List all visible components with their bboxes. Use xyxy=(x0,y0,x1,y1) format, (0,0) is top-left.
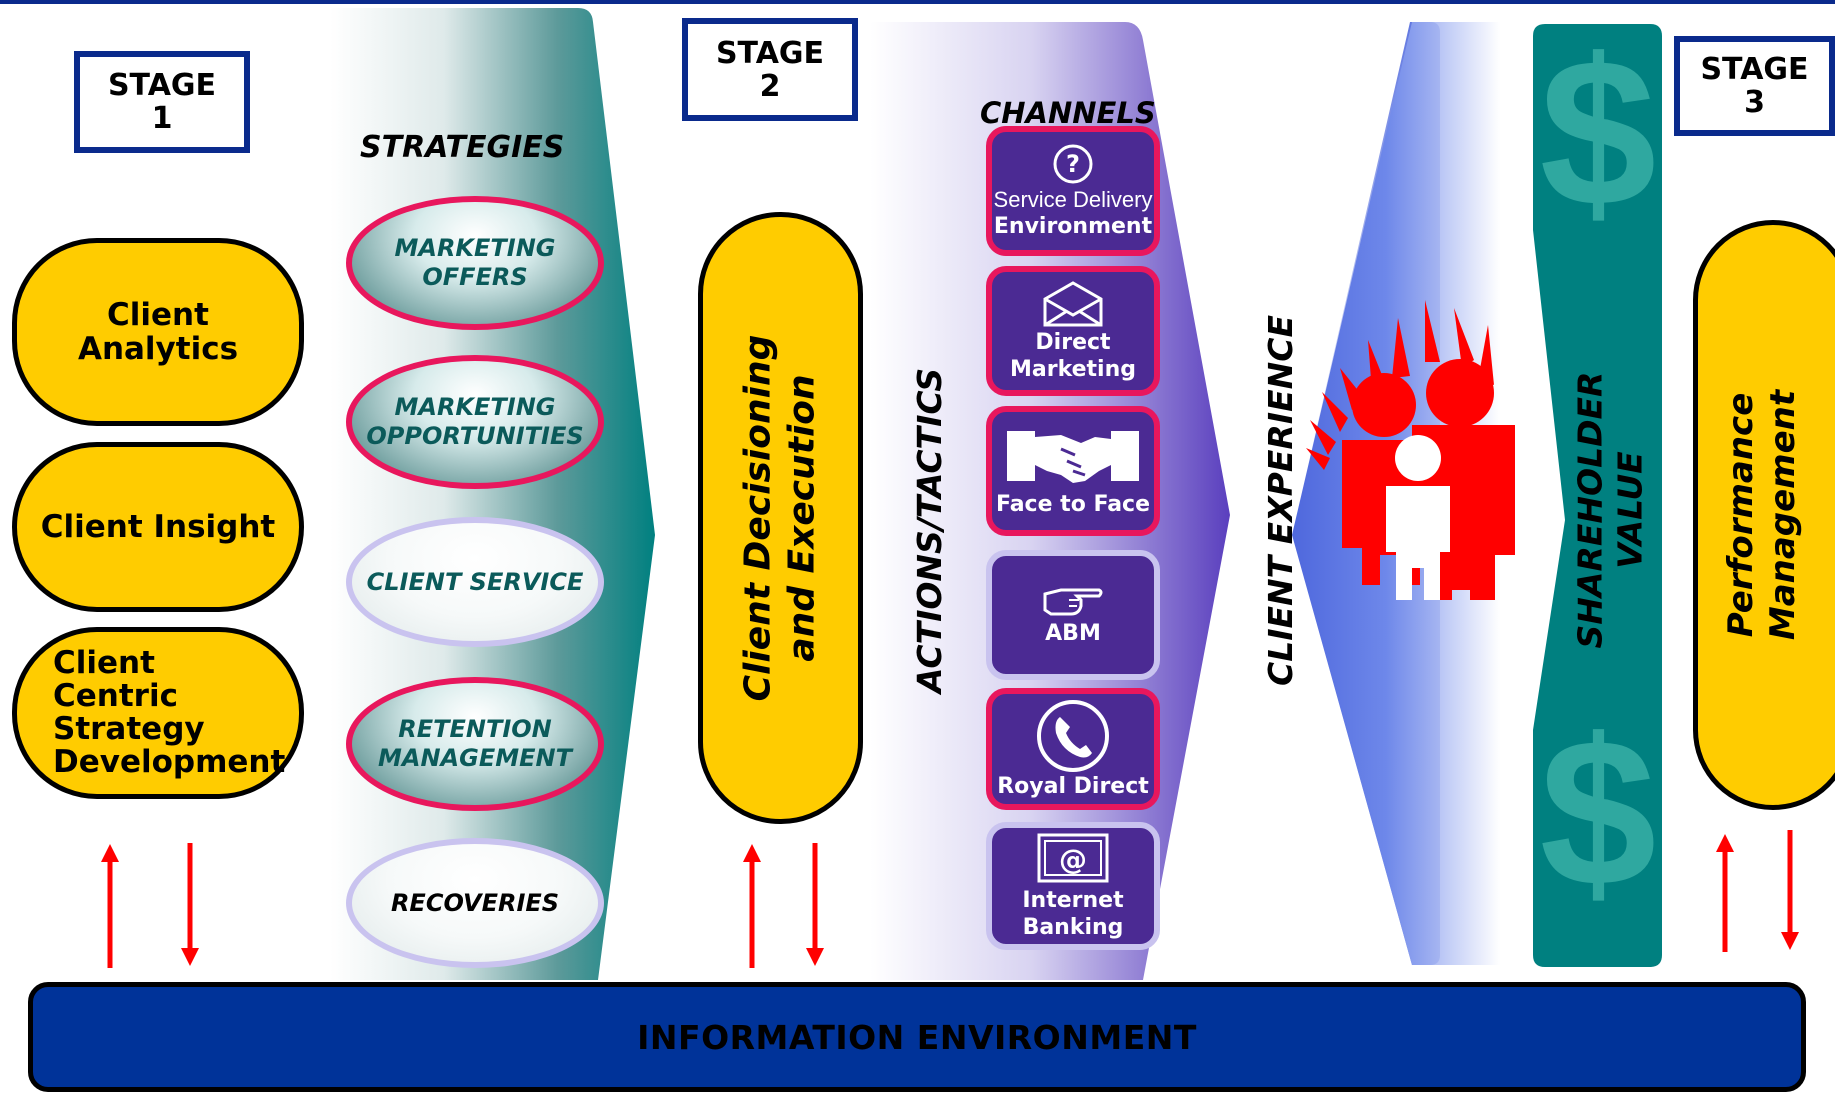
channels-heading: CHANNELS xyxy=(980,96,1156,130)
client-centric-line2: Strategy xyxy=(53,711,205,747)
stage-3-label: STAGE xyxy=(1700,52,1809,87)
channel-internet-banking: @ Internet Banking xyxy=(986,822,1160,950)
top-border-line xyxy=(0,0,1835,4)
at-sign-computer-icon: @ xyxy=(1037,833,1109,883)
strategy-client-service-line1: CLIENT SERVICE xyxy=(366,567,584,596)
dollar-sign-bottom: $ xyxy=(1540,695,1657,930)
client-analytics-pill: Client Analytics xyxy=(12,238,304,426)
performance-management-line1: Performance xyxy=(1721,392,1761,638)
information-environment-label: INFORMATION ENVIRONMENT xyxy=(637,1017,1197,1057)
strategy-client-service: CLIENT SERVICE xyxy=(346,517,604,647)
shareholder-bar-shape xyxy=(1533,24,1662,967)
information-environment-bar: INFORMATION ENVIRONMENT xyxy=(28,982,1806,1092)
strategy-retention-management-line2: MANAGEMENT xyxy=(378,744,572,772)
channel-internet-banking-line1: Internet xyxy=(1022,888,1124,913)
strategy-recoveries: RECOVERIES xyxy=(346,838,604,968)
svg-text:?: ? xyxy=(1066,150,1080,178)
client-centric-line3: Development xyxy=(53,744,286,780)
shareholder-value-line1: SHAREHOLDER xyxy=(1570,371,1609,649)
stage-2-number: 2 xyxy=(759,68,781,104)
stage-3-number: 3 xyxy=(1744,85,1765,120)
strategy-retention-management-line1: RETENTION xyxy=(398,715,552,743)
client-experience-heading-wrap: CLIENT EXPERIENCE xyxy=(1230,300,1330,700)
actions-tactics-heading: ACTIONS/TACTICS xyxy=(910,367,950,693)
client-insight-pill: Client Insight xyxy=(12,442,304,612)
performance-management-line2: Management xyxy=(1763,389,1803,641)
strategy-recoveries-line1: RECOVERIES xyxy=(390,888,560,917)
strategy-marketing-offers: MARKETING OFFERS xyxy=(346,196,604,330)
people-family-icon xyxy=(1306,300,1515,600)
dollar-sign-top: $ xyxy=(1540,15,1657,250)
client-experience-heading: CLIENT EXPERIENCE xyxy=(1260,314,1300,686)
client-analytics-label: Client Analytics xyxy=(77,297,239,367)
channel-abm-label: ABM xyxy=(1045,620,1101,646)
shareholder-value-heading: SHAREHOLDER VALUE xyxy=(1570,372,1650,649)
channel-abm: ABM xyxy=(986,550,1160,680)
client-centric-line1: Client Centric xyxy=(53,645,178,714)
stage-2-label: STAGE xyxy=(715,35,825,71)
client-centric-strategy-pill: Client Centric Strategy Development xyxy=(12,627,304,799)
stage-1-number: 1 xyxy=(151,101,173,136)
pointing-hand-icon xyxy=(1043,588,1103,615)
channel-royal-direct: Royal Direct xyxy=(986,688,1160,810)
strategy-marketing-opportunities: MARKETING OPPORTUNITIES xyxy=(346,355,604,489)
svg-text:@: @ xyxy=(1059,843,1087,876)
stage-1-label: STAGE xyxy=(107,68,217,103)
channel-internet-banking-line2: Banking xyxy=(1022,915,1124,940)
channel-direct-marketing: Direct Marketing xyxy=(986,266,1160,396)
shareholder-value-line2: VALUE xyxy=(1610,451,1649,569)
channel-royal-direct-label: Royal Direct xyxy=(997,773,1149,799)
channel-service-delivery-line2: Environment xyxy=(993,214,1153,239)
client-decisioning-text: Client Decisioning and Execution xyxy=(737,335,825,702)
channel-direct-marketing-line1: Direct xyxy=(1035,330,1111,355)
strategy-marketing-offers-line2: OFFERS xyxy=(422,263,528,291)
stage-3-box: STAGE 3 xyxy=(1674,36,1835,136)
shareholder-value-heading-wrap: SHAREHOLDER VALUE xyxy=(1560,310,1660,710)
strategy-marketing-opportunities-line1: MARKETING xyxy=(394,393,556,421)
channel-face-to-face-label: Face to Face xyxy=(995,491,1151,517)
performance-management-text: Performance Management xyxy=(1720,390,1804,640)
question-icon: ? xyxy=(1053,144,1093,184)
stage-2-box: STAGE 2 xyxy=(682,18,858,121)
envelope-icon xyxy=(1043,281,1103,327)
client-insight-label: Client Insight xyxy=(40,509,276,545)
client-decisioning-line2: and Execution xyxy=(781,374,823,662)
channel-face-to-face: Face to Face xyxy=(986,406,1160,536)
channel-direct-marketing-line2: Marketing xyxy=(1009,357,1137,382)
performance-management-pill: Performance Management xyxy=(1693,220,1835,810)
telephone-icon xyxy=(1037,699,1109,772)
client-decisioning-pill: Client Decisioning and Execution xyxy=(698,212,863,824)
channel-service-delivery: ? Service Delivery Environment xyxy=(986,126,1160,256)
strategy-marketing-offers-line1: MARKETING xyxy=(394,234,556,262)
strategy-retention-management: RETENTION MANAGEMENT xyxy=(346,677,604,811)
channel-service-delivery-line1: Service Delivery xyxy=(993,187,1153,212)
strategies-heading: STRATEGIES xyxy=(360,130,565,165)
client-decisioning-line1: Client Decisioning xyxy=(737,334,779,702)
stage-1-box: STAGE 1 xyxy=(74,51,250,153)
strategy-marketing-opportunities-line2: OPPORTUNITIES xyxy=(366,422,584,450)
handshake-icon xyxy=(1007,430,1139,483)
actions-tactics-heading-wrap: ACTIONS/TACTICS xyxy=(880,330,980,730)
